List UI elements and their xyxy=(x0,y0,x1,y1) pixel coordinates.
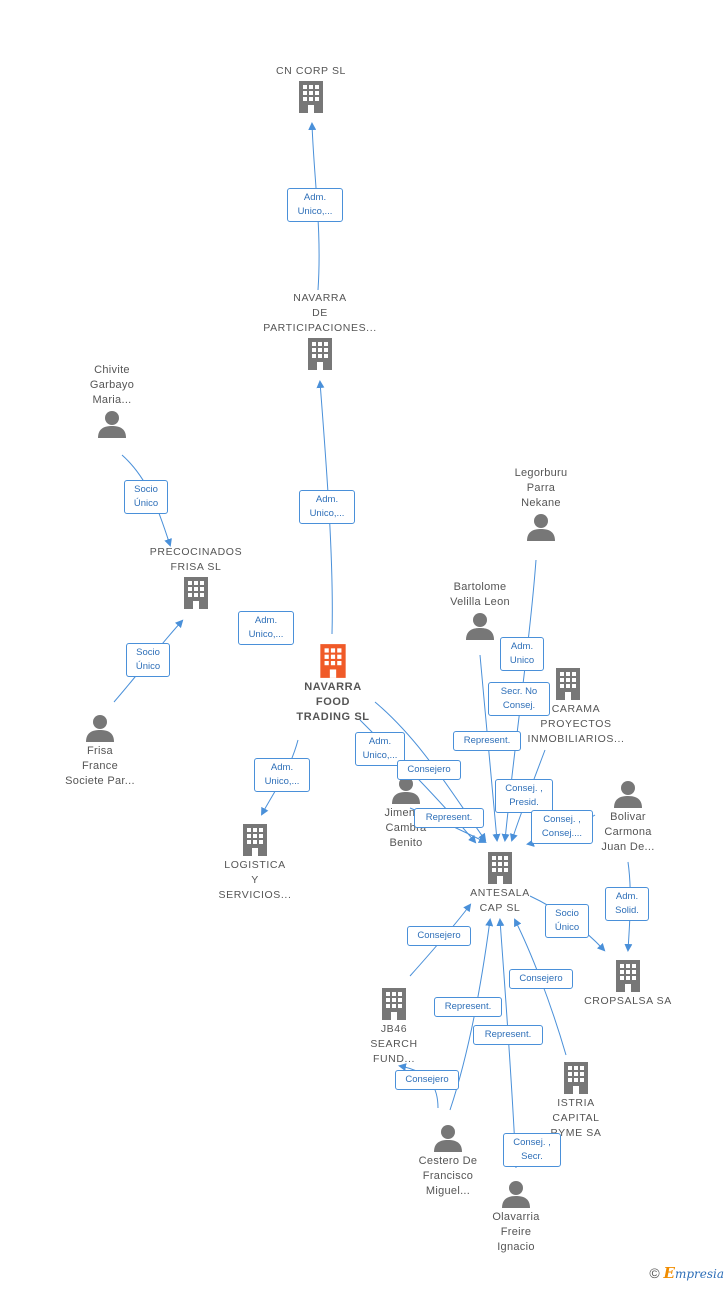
edge-label-socio-chivite[interactable]: Socio Único xyxy=(124,480,168,514)
person-icon xyxy=(86,715,114,742)
person-icon xyxy=(527,514,555,541)
node-label: NAVARRA DE PARTICIPACIONES... xyxy=(263,292,377,334)
building-icon xyxy=(488,852,512,884)
edge-label-adm-legorburu[interactable]: Adm. Unico xyxy=(500,637,544,671)
node-label: LOGISTICA Y SERVICIOS... xyxy=(218,859,292,901)
edge-label-consejero-food[interactable]: Consejero xyxy=(397,760,461,780)
node-label: Legorburu Parra Nekane xyxy=(514,467,568,509)
building-icon-focus xyxy=(320,644,346,678)
node-cestero[interactable]: Cestero De Francisco Miguel... xyxy=(406,1122,490,1199)
node-label: Chivite Garbayo Maria... xyxy=(89,364,135,406)
node-label: NAVARRA FOOD TRADING SL xyxy=(296,681,370,723)
copyright-symbol: © xyxy=(649,1265,660,1281)
edge-label-represent-olav[interactable]: Represent. xyxy=(473,1025,543,1045)
node-frisa-france[interactable]: Frisa France Societe Par... xyxy=(50,712,150,789)
edge-label-adm-solid[interactable]: Adm. Solid. xyxy=(605,887,649,921)
node-label: Frisa France Societe Par... xyxy=(65,745,135,787)
node-navarra-food-trading[interactable]: NAVARRA FOOD TRADING SL xyxy=(276,642,390,725)
person-icon xyxy=(392,777,420,804)
edge-label-socio-frisa[interactable]: Socio Único xyxy=(126,643,170,677)
building-icon xyxy=(556,668,580,700)
edge-label-consejero-cest[interactable]: Consejero xyxy=(395,1070,459,1090)
edge-bart-ant xyxy=(479,654,501,842)
edge-label-consej-consej[interactable]: Consej. , Consej.... xyxy=(531,810,593,844)
node-label: CROPSALSA SA xyxy=(584,995,672,1007)
building-icon xyxy=(243,824,267,856)
edge-label-adm-navpart[interactable]: Adm. Unico,... xyxy=(299,490,355,524)
node-label: Bartolome Velilla Leon xyxy=(450,581,510,608)
edge-label-adm-logistica[interactable]: Adm. Unico,... xyxy=(254,758,310,792)
person-icon xyxy=(466,613,494,640)
node-olavarria[interactable]: Olavarria Freire Ignacio xyxy=(476,1178,556,1255)
brand-name: mpresia xyxy=(674,1267,724,1281)
edge-label-adm-cn[interactable]: Adm. Unico,... xyxy=(287,188,343,222)
person-icon xyxy=(614,781,642,808)
edge-label-consej-presid[interactable]: Consej. , Presid. xyxy=(495,779,553,813)
node-istria[interactable]: ISTRIA CAPITAL PYME SA xyxy=(534,1060,618,1141)
node-label: Olavarria Freire Ignacio xyxy=(492,1211,540,1253)
node-legorburu[interactable]: Legorburu Parra Nekane xyxy=(496,466,586,543)
node-precocinados[interactable]: PRECOCINADOS FRISA SL xyxy=(135,545,257,611)
building-icon xyxy=(299,81,323,113)
node-label: ANTESALA CAP SL xyxy=(470,887,530,914)
node-label: PRECOCINADOS FRISA SL xyxy=(149,546,243,573)
node-chivite[interactable]: Chivite Garbayo Maria... xyxy=(70,363,154,440)
building-icon xyxy=(382,988,406,1020)
person-icon xyxy=(98,411,126,438)
building-icon xyxy=(564,1062,588,1094)
edge-label-represent-bart[interactable]: Represent. xyxy=(453,731,521,751)
node-bolivar[interactable]: Bolivar Carmona Juan De... xyxy=(588,778,668,855)
brand-letter: E xyxy=(663,1264,675,1282)
edge-label-adm-food-ant[interactable]: Adm. Unico,... xyxy=(355,732,405,766)
building-icon xyxy=(308,338,332,370)
edge-label-represent-jim[interactable]: Represent. xyxy=(414,808,484,828)
person-icon xyxy=(434,1125,462,1152)
building-icon xyxy=(184,577,208,609)
node-navarra-participaciones[interactable]: NAVARRA DE PARTICIPACIONES... xyxy=(250,291,390,372)
edge-label-secr-no-consej[interactable]: Secr. No Consej. xyxy=(488,682,550,716)
node-bartolome[interactable]: Bartolome Velilla Leon xyxy=(430,580,530,642)
node-cn-corp[interactable]: CN CORP SL xyxy=(250,64,372,115)
node-label: CN CORP SL xyxy=(276,65,346,77)
node-logistica[interactable]: LOGISTICA Y SERVICIOS... xyxy=(205,822,305,903)
edge-label-represent-cest[interactable]: Represent. xyxy=(434,997,502,1017)
node-label: Cestero De Francisco Miguel... xyxy=(418,1155,478,1197)
building-icon xyxy=(616,960,640,992)
node-label: CARAMA PROYECTOS INMOBILIARIOS... xyxy=(527,703,625,745)
node-jb46[interactable]: JB46 SEARCH FUND... xyxy=(352,986,436,1067)
node-carama[interactable]: CARAMA PROYECTOS INMOBILIARIOS... xyxy=(518,666,634,747)
edge-label-socio-cropsalsa[interactable]: Socio Único xyxy=(545,904,589,938)
edge-label-consejero-istria[interactable]: Consejero xyxy=(509,969,573,989)
node-label: Bolivar Carmona Juan De... xyxy=(601,811,655,853)
edge-label-consejero-jb46[interactable]: Consejero xyxy=(407,926,471,946)
person-icon xyxy=(502,1181,530,1208)
edge-label-adm-food-prec[interactable]: Adm. Unico,... xyxy=(238,611,294,645)
node-cropsalsa[interactable]: CROPSALSA SA xyxy=(576,958,680,1009)
edge-label-consej-secr[interactable]: Consej. , Secr. xyxy=(503,1133,561,1167)
brand-logo: © Empresia xyxy=(649,1264,724,1282)
node-antesala[interactable]: ANTESALA CAP SL xyxy=(456,850,544,916)
node-label: JB46 SEARCH FUND... xyxy=(370,1023,418,1065)
